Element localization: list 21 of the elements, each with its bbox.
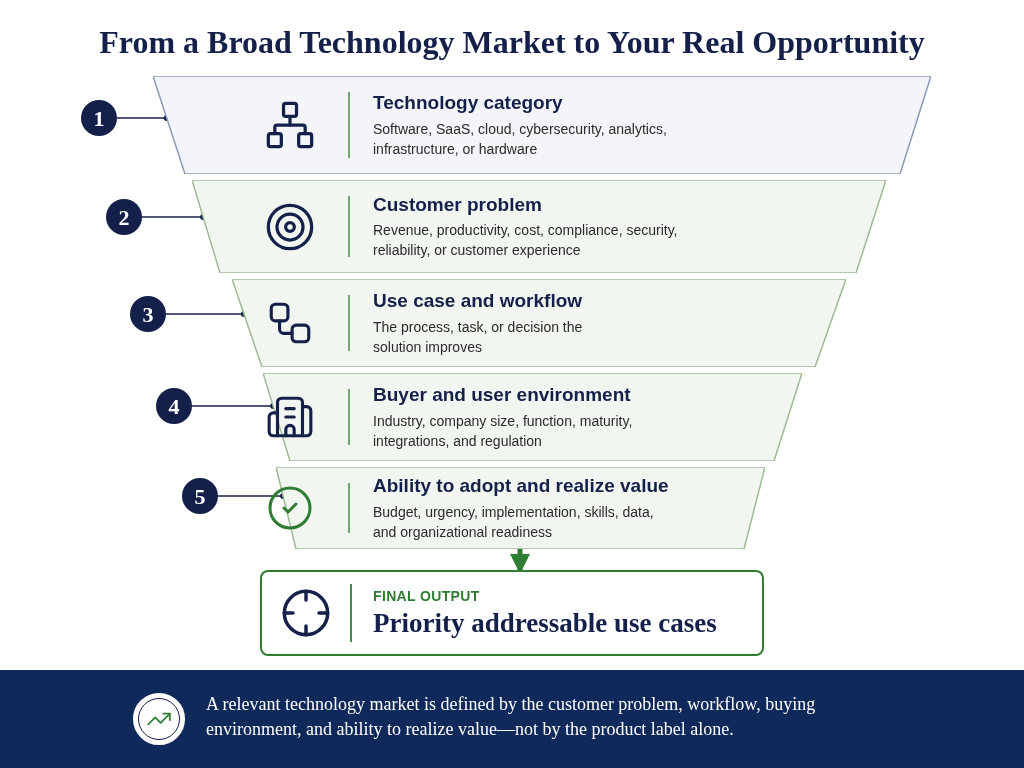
output-label: FINAL OUTPUT — [373, 586, 481, 606]
step-number: 4 — [156, 388, 192, 424]
footer-banner — [0, 670, 1024, 768]
step-number: 2 — [106, 199, 142, 235]
band-description: Software, SaaS, cloud, cybersecurity, analytics, infrastructure, or hardware — [373, 119, 668, 159]
summary-text: A relevant technology market is defined by the customer problem, workflow, buying environment, and ability to realize value—not by the product label alone. — [206, 693, 817, 741]
band-description: The process, task, or decision the solution improves — [373, 317, 584, 357]
step-number: 3 — [130, 296, 166, 332]
band-heading: Ability to adopt and realize value — [373, 474, 669, 498]
step-number: 5 — [182, 478, 218, 514]
output-title: Priority addressable use cases — [373, 606, 717, 640]
title: From a Broad Technology Market to Your Real Opportunity — [98, 23, 926, 62]
band-heading: Use case and workflow — [373, 289, 584, 313]
band-description: Budget, urgency, implementation, skills, data, and organizational readiness — [373, 502, 655, 542]
output-box — [260, 570, 764, 656]
band-description: Revenue, productivity, cost, compliance, security, reliability, or customer experience — [373, 221, 679, 261]
step-number: 1 — [81, 100, 117, 136]
band-heading: Buyer and user environment — [373, 383, 632, 407]
band-heading: Customer problem — [373, 192, 543, 217]
band-heading: Technology category — [373, 91, 564, 115]
band-description: Industry, company size, function, maturity, integrations, and regulation — [373, 411, 634, 451]
